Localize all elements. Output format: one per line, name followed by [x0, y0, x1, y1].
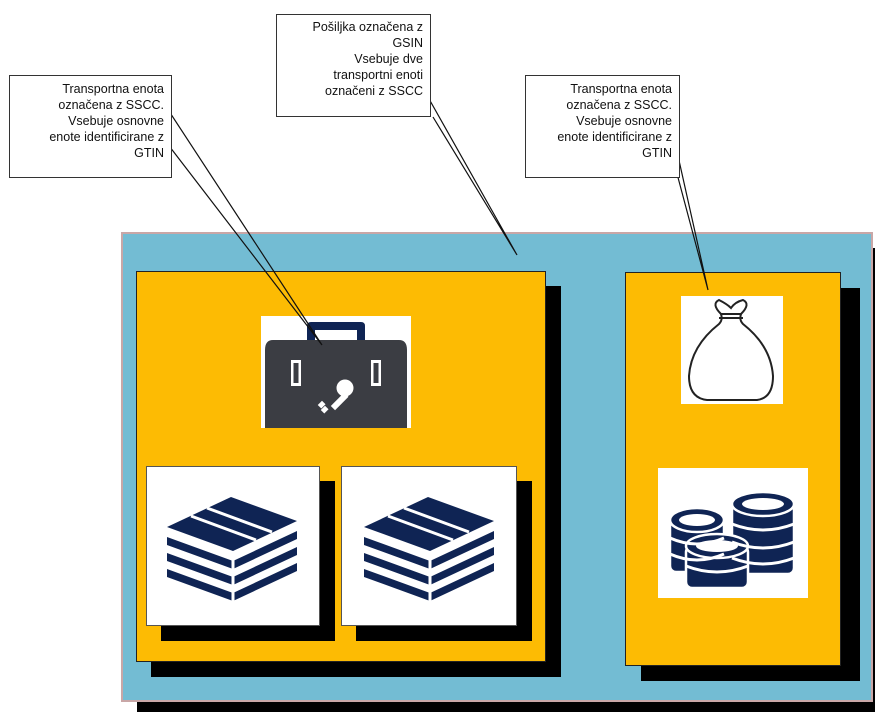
money-box-1 [146, 466, 320, 626]
left-unit-callout: Transportna enota označena z SSCC. Vsebu… [9, 75, 172, 178]
left-unit-leader [162, 101, 323, 346]
right-unit-callout: Transportna enota označena z SSCC. Vsebu… [525, 75, 680, 178]
callout-line: Pošiljka označena z [312, 20, 423, 34]
callout-line: označeni z SSCC [325, 84, 423, 98]
money-box-2 [341, 466, 517, 626]
callout-line: Vsebuje dve [354, 52, 423, 66]
coin-stacks-icon [668, 490, 796, 590]
callout-line: GSIN [392, 36, 423, 50]
callout-line: Vsebuje osnovne [576, 114, 672, 128]
coins-panel [658, 468, 808, 598]
callout-line: GTIN [134, 146, 164, 160]
banknote-stack-icon [167, 497, 297, 601]
callout-line: transportni enoti [333, 68, 423, 82]
shipment-leader [423, 89, 518, 256]
callout-line: enote identificirane z [49, 130, 164, 144]
callout-line: Transportna enota [62, 82, 164, 96]
callout-line: Transportna enota [570, 82, 672, 96]
toolbox-with-key-icon [265, 322, 407, 428]
sack-icon [687, 298, 775, 401]
banknote-stack-icon [364, 497, 494, 601]
callout-line: GTIN [642, 146, 672, 160]
callout-line: Vsebuje osnovne [68, 114, 164, 128]
callout-line: enote identificirane z [557, 130, 672, 144]
bag-panel [681, 296, 783, 404]
shipment-callout: Pošiljka označena z GSIN Vsebuje dve tra… [276, 14, 431, 117]
callout-line: označena z SSCC. [566, 98, 672, 112]
toolbox-panel [261, 316, 411, 428]
right-unit-leader [673, 137, 709, 291]
callout-line: označena z SSCC. [58, 98, 164, 112]
